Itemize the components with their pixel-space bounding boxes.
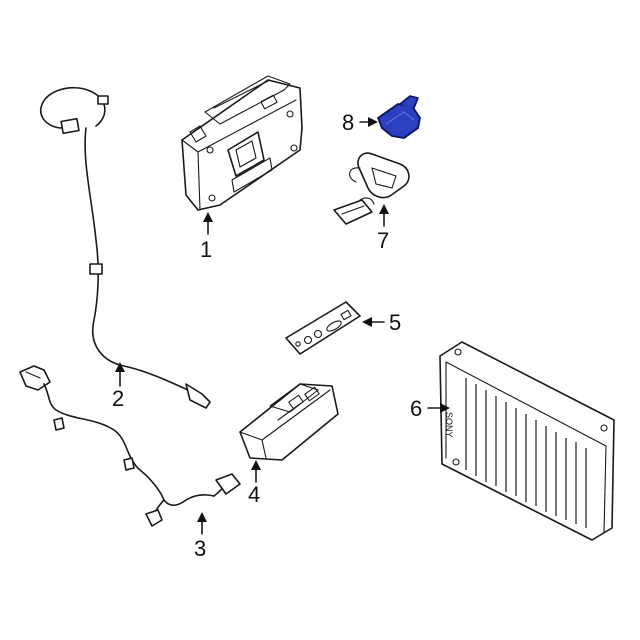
part-2-wiring-harness[interactable] (40, 87, 211, 409)
callout-labels: 1 2 3 4 5 6 7 8 (112, 110, 422, 561)
callout-2: 2 (112, 386, 124, 411)
callout-3: 3 (194, 536, 206, 561)
callout-8: 8 (342, 110, 354, 135)
part-6-ecu[interactable]: SONY (439, 341, 615, 541)
part-4-module[interactable] (239, 383, 339, 461)
callout-6: 6 (410, 396, 422, 421)
part-5-plate[interactable] (285, 301, 361, 355)
part-7-key-fob[interactable] (333, 152, 410, 225)
callout-1: 1 (200, 237, 212, 262)
part-3-wiring-harness[interactable] (19, 365, 241, 527)
part-1-control-module[interactable] (181, 75, 303, 211)
callout-4: 4 (248, 482, 260, 507)
callout-5: 5 (389, 310, 401, 335)
callout-arrows (115, 117, 450, 535)
callout-7: 7 (377, 228, 389, 253)
part-8-key-blade[interactable] (377, 95, 421, 139)
ecu-brand-text: SONY (444, 412, 454, 438)
